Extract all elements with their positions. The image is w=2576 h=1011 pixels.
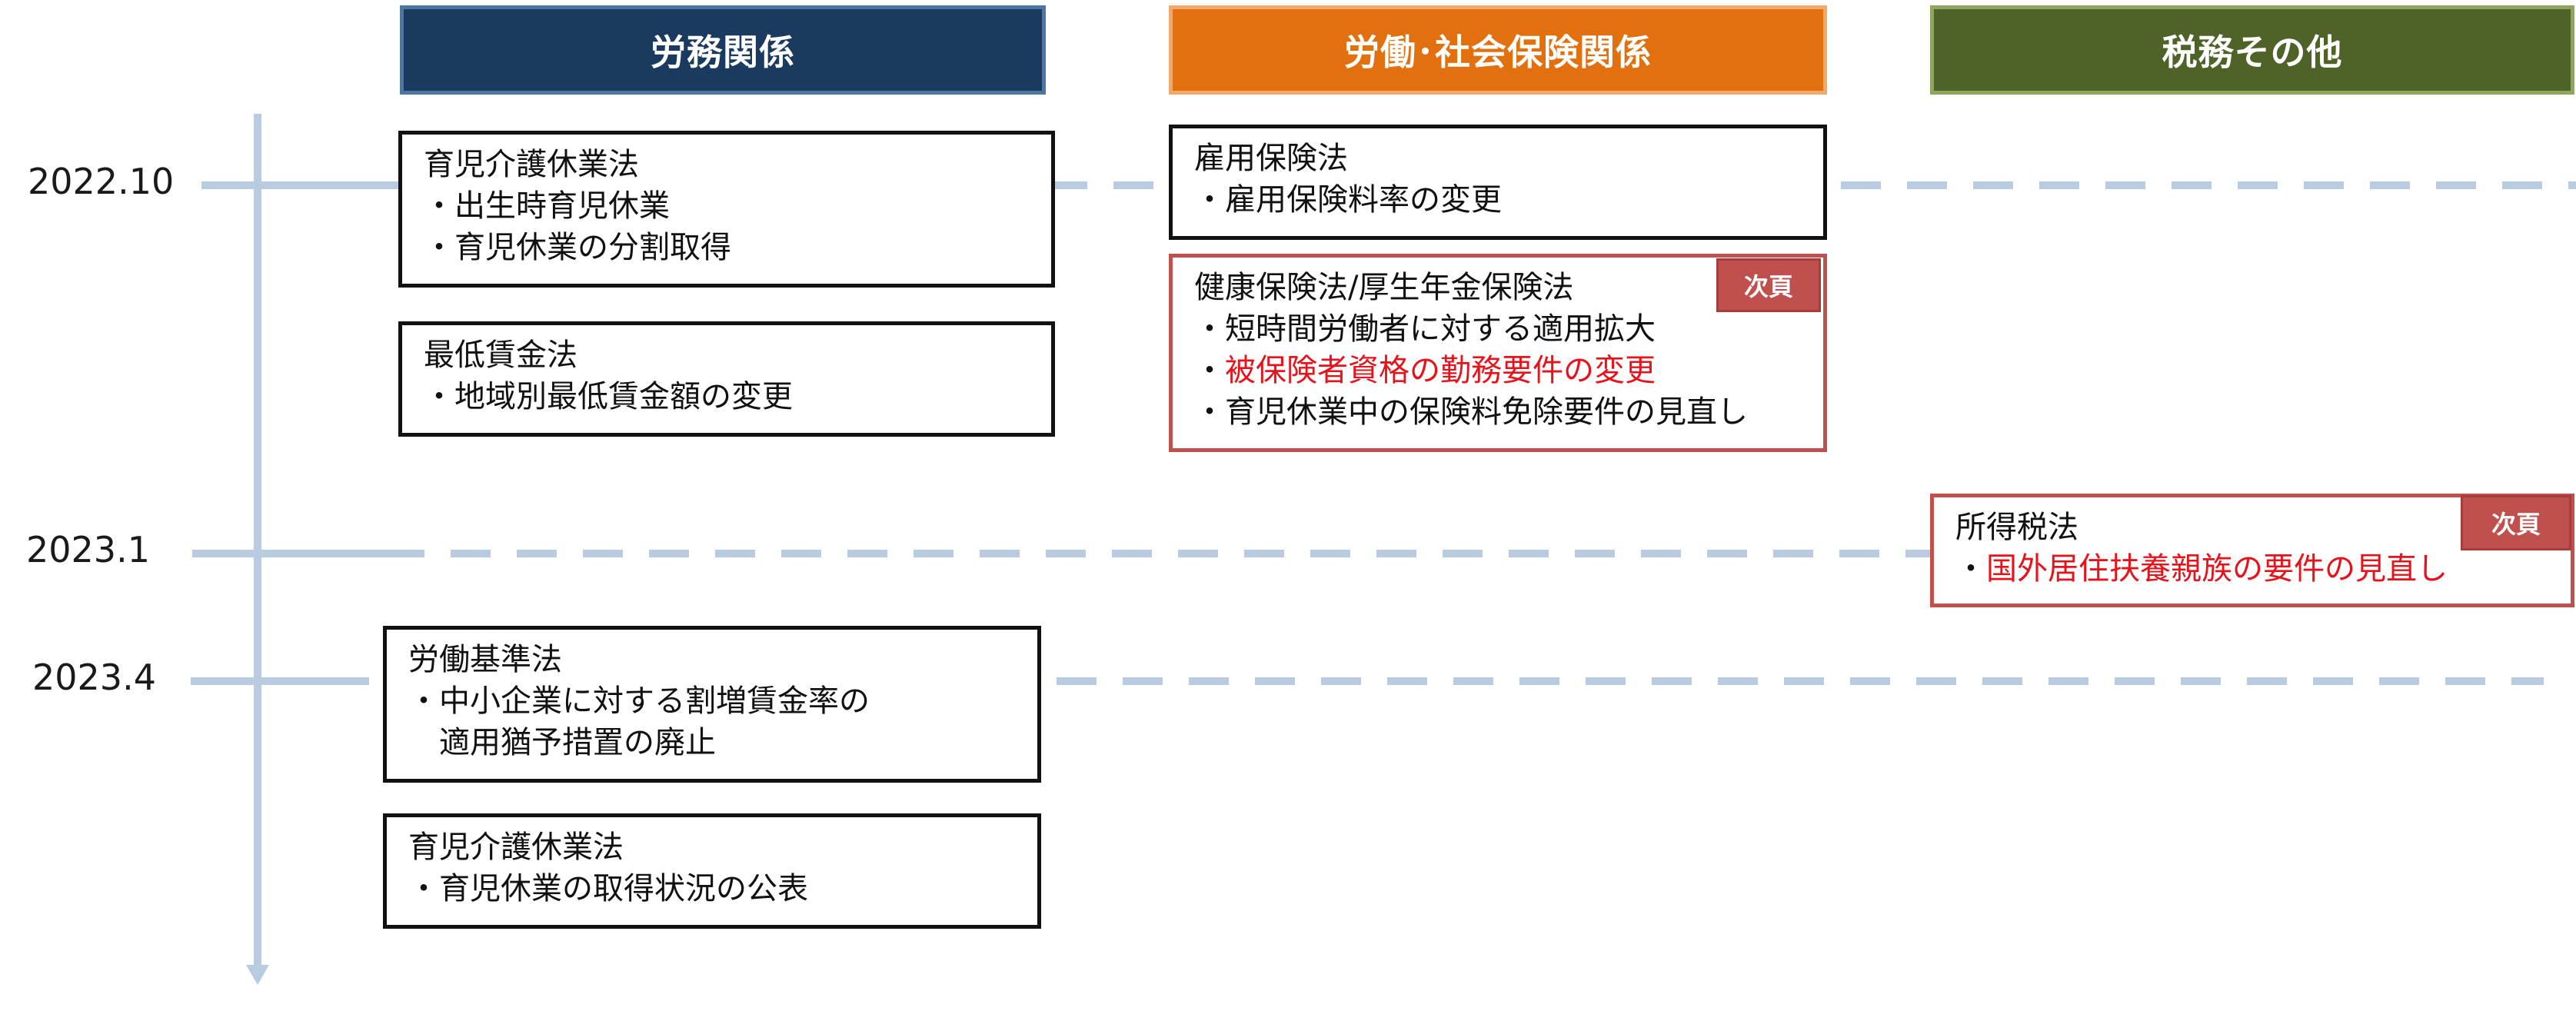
date-guide-2022-10-stub xyxy=(201,181,386,189)
law-item: 適用猶予措置の廃止 xyxy=(439,725,716,760)
date-guide-2023-1 xyxy=(384,550,1930,557)
law-item: ・育児休業の分割取得 xyxy=(424,230,731,265)
date-guide-2023-1-stub xyxy=(192,550,384,557)
next-page-badge[interactable]: 次頁 xyxy=(1716,258,1821,312)
header-social-insurance: 労働･社会保険関係 xyxy=(1169,5,1827,95)
header-labor-relations: 労務関係 xyxy=(400,5,1046,95)
law-title: 最低賃金法 xyxy=(424,338,577,373)
law-box-labor-standards: 労働基準法 ・中小企業に対する割増賃金率の 適用猶予措置の廃止 xyxy=(383,626,1041,783)
law-item: ・出生時育児休業 xyxy=(424,188,670,224)
law-box-childcare-leave-2023: 育児介護休業法 ・育児休業の取得状況の公表 xyxy=(383,813,1041,929)
law-box-income-tax: 所得税法 ・国外居住扶養親族の要件の見直し xyxy=(1930,494,2574,607)
law-item: ・育児休業中の保険料免除要件の見直し xyxy=(1194,394,1748,430)
law-item: ・短時間労働者に対する適用拡大 xyxy=(1194,311,1656,347)
law-item: ・雇用保険料率の変更 xyxy=(1194,182,1502,218)
law-box-childcare-leave-2022: 育児介護休業法 ・出生時育児休業 ・育児休業の分割取得 xyxy=(398,131,1055,288)
law-box-minimum-wage: 最低賃金法 ・地域別最低賃金額の変更 xyxy=(398,321,1055,437)
law-item: ・育児休業の取得状況の公表 xyxy=(408,871,808,906)
law-item: ・中小企業に対する割増賃金率の xyxy=(408,683,870,719)
law-item-highlighted: ・国外居住扶養親族の要件の見直し xyxy=(1955,551,2448,587)
law-box-employment-insurance: 雇用保険法 ・雇用保険料率の変更 xyxy=(1169,125,1827,240)
date-guide-2023-4-stub xyxy=(191,677,329,685)
law-title: 健康保険法/厚生年金保険法 xyxy=(1194,270,1574,305)
header-tax-other: 税務その他 xyxy=(1930,5,2574,95)
timeline-arrow-icon xyxy=(246,965,269,985)
law-title: 育児介護休業法 xyxy=(424,147,639,182)
date-guide-2023-4 xyxy=(329,677,2544,685)
date-label-2023-1: 2023.1 xyxy=(26,529,150,570)
law-title: 育児介護休業法 xyxy=(408,830,624,865)
next-page-badge[interactable]: 次頁 xyxy=(2461,495,2571,550)
law-title: 雇用保険法 xyxy=(1194,141,1348,176)
law-item-highlighted: ・被保険者資格の勤務要件の変更 xyxy=(1194,353,1656,388)
date-label-2022-10: 2022.10 xyxy=(28,161,175,202)
date-label-2023-4: 2023.4 xyxy=(32,657,156,698)
law-title: 労働基準法 xyxy=(408,642,562,677)
law-box-health-pension-insurance: 健康保険法/厚生年金保険法 ・短時間労働者に対する適用拡大 ・被保険者資格の勤務… xyxy=(1169,254,1827,452)
law-title: 所得税法 xyxy=(1955,510,2078,545)
law-item: ・地域別最低賃金額の変更 xyxy=(424,379,793,414)
timeline-axis xyxy=(254,114,261,971)
